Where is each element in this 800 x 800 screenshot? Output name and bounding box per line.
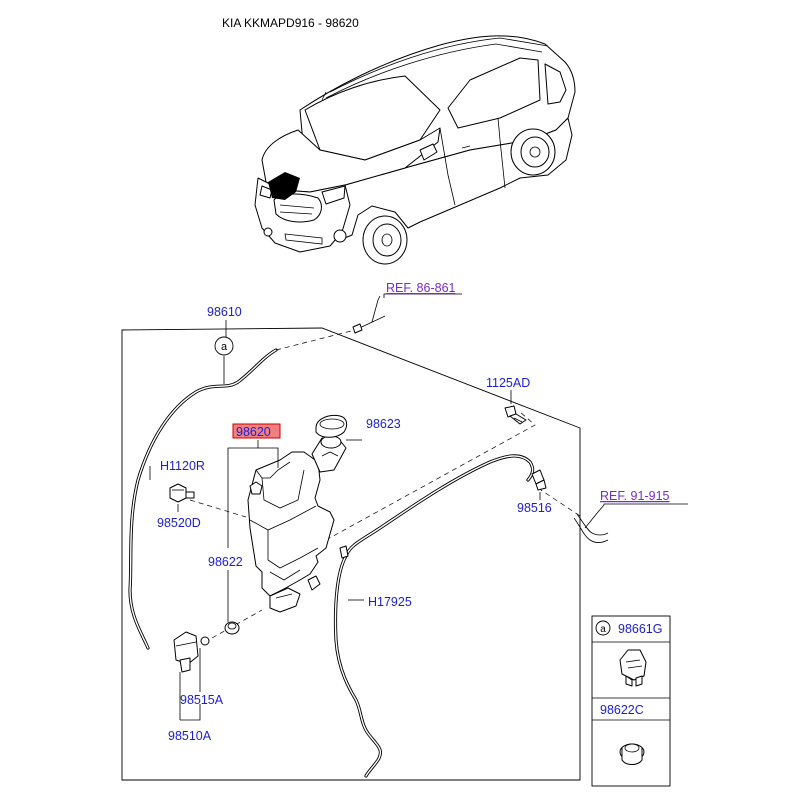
label-98510A[interactable]: 98510A <box>168 729 212 743</box>
assembly-frame <box>121 327 581 781</box>
label-98622[interactable]: 98622 <box>208 555 243 569</box>
grommet-98622c-icon <box>619 743 645 765</box>
legend-box: a 98661G 98622C <box>591 615 671 787</box>
highlighted-part-area <box>268 172 300 200</box>
clip-98661g-icon <box>619 649 647 687</box>
reservoir-cap <box>315 415 348 438</box>
highlight-98620 <box>232 423 281 439</box>
level-sensor-98520d <box>169 483 195 503</box>
washer-pump-98510a <box>173 631 210 673</box>
ref-86-861-link[interactable]: REF. 86-861 <box>386 281 456 295</box>
leader-ref-91-915 <box>603 503 688 505</box>
label-H17925[interactable]: H17925 <box>368 595 412 609</box>
leader-98620-b <box>258 447 279 468</box>
page-title: KIA KKMAPD916 - 98620 <box>222 16 359 30</box>
label-98520D[interactable]: 98520D <box>157 516 201 530</box>
hose-98610 <box>128 329 356 650</box>
label-98623[interactable]: 98623 <box>366 417 401 431</box>
leader-98620 <box>227 440 259 548</box>
callout-a[interactable]: a <box>214 336 234 356</box>
label-98620[interactable]: 98620 <box>236 425 271 439</box>
label-98610[interactable]: 98610 <box>207 305 242 319</box>
connector-ref-86-861 <box>352 295 386 334</box>
bolt-1125ad <box>504 405 527 425</box>
grommet-98622 <box>224 621 240 635</box>
legend-item-98622C[interactable]: 98622C <box>600 703 644 717</box>
callout-a-label: a <box>221 341 228 353</box>
label-1125AD[interactable]: 1125AD <box>486 376 530 390</box>
vehicle-illustration <box>254 35 576 265</box>
leader-98520D <box>189 499 247 518</box>
connector-ref-91-915 <box>573 504 609 544</box>
nozzle-98516 <box>531 469 547 491</box>
legend-marker-label: a <box>600 624 606 635</box>
label-98515A[interactable]: 98515A <box>180 693 224 707</box>
leader-ref-86-861 <box>383 293 462 298</box>
washer-reservoir <box>247 435 349 613</box>
label-98516[interactable]: 98516 <box>517 501 552 515</box>
leader-98510a <box>179 648 201 721</box>
label-H1120R[interactable]: H1120R <box>160 459 205 473</box>
legend-item-98661G[interactable]: 98661G <box>618 622 662 636</box>
hose-h17925 <box>333 454 535 778</box>
legend-marker-circle <box>595 620 611 636</box>
ref-91-915-link[interactable]: REF. 91-915 <box>600 489 670 503</box>
leader-1125AD <box>325 411 536 541</box>
